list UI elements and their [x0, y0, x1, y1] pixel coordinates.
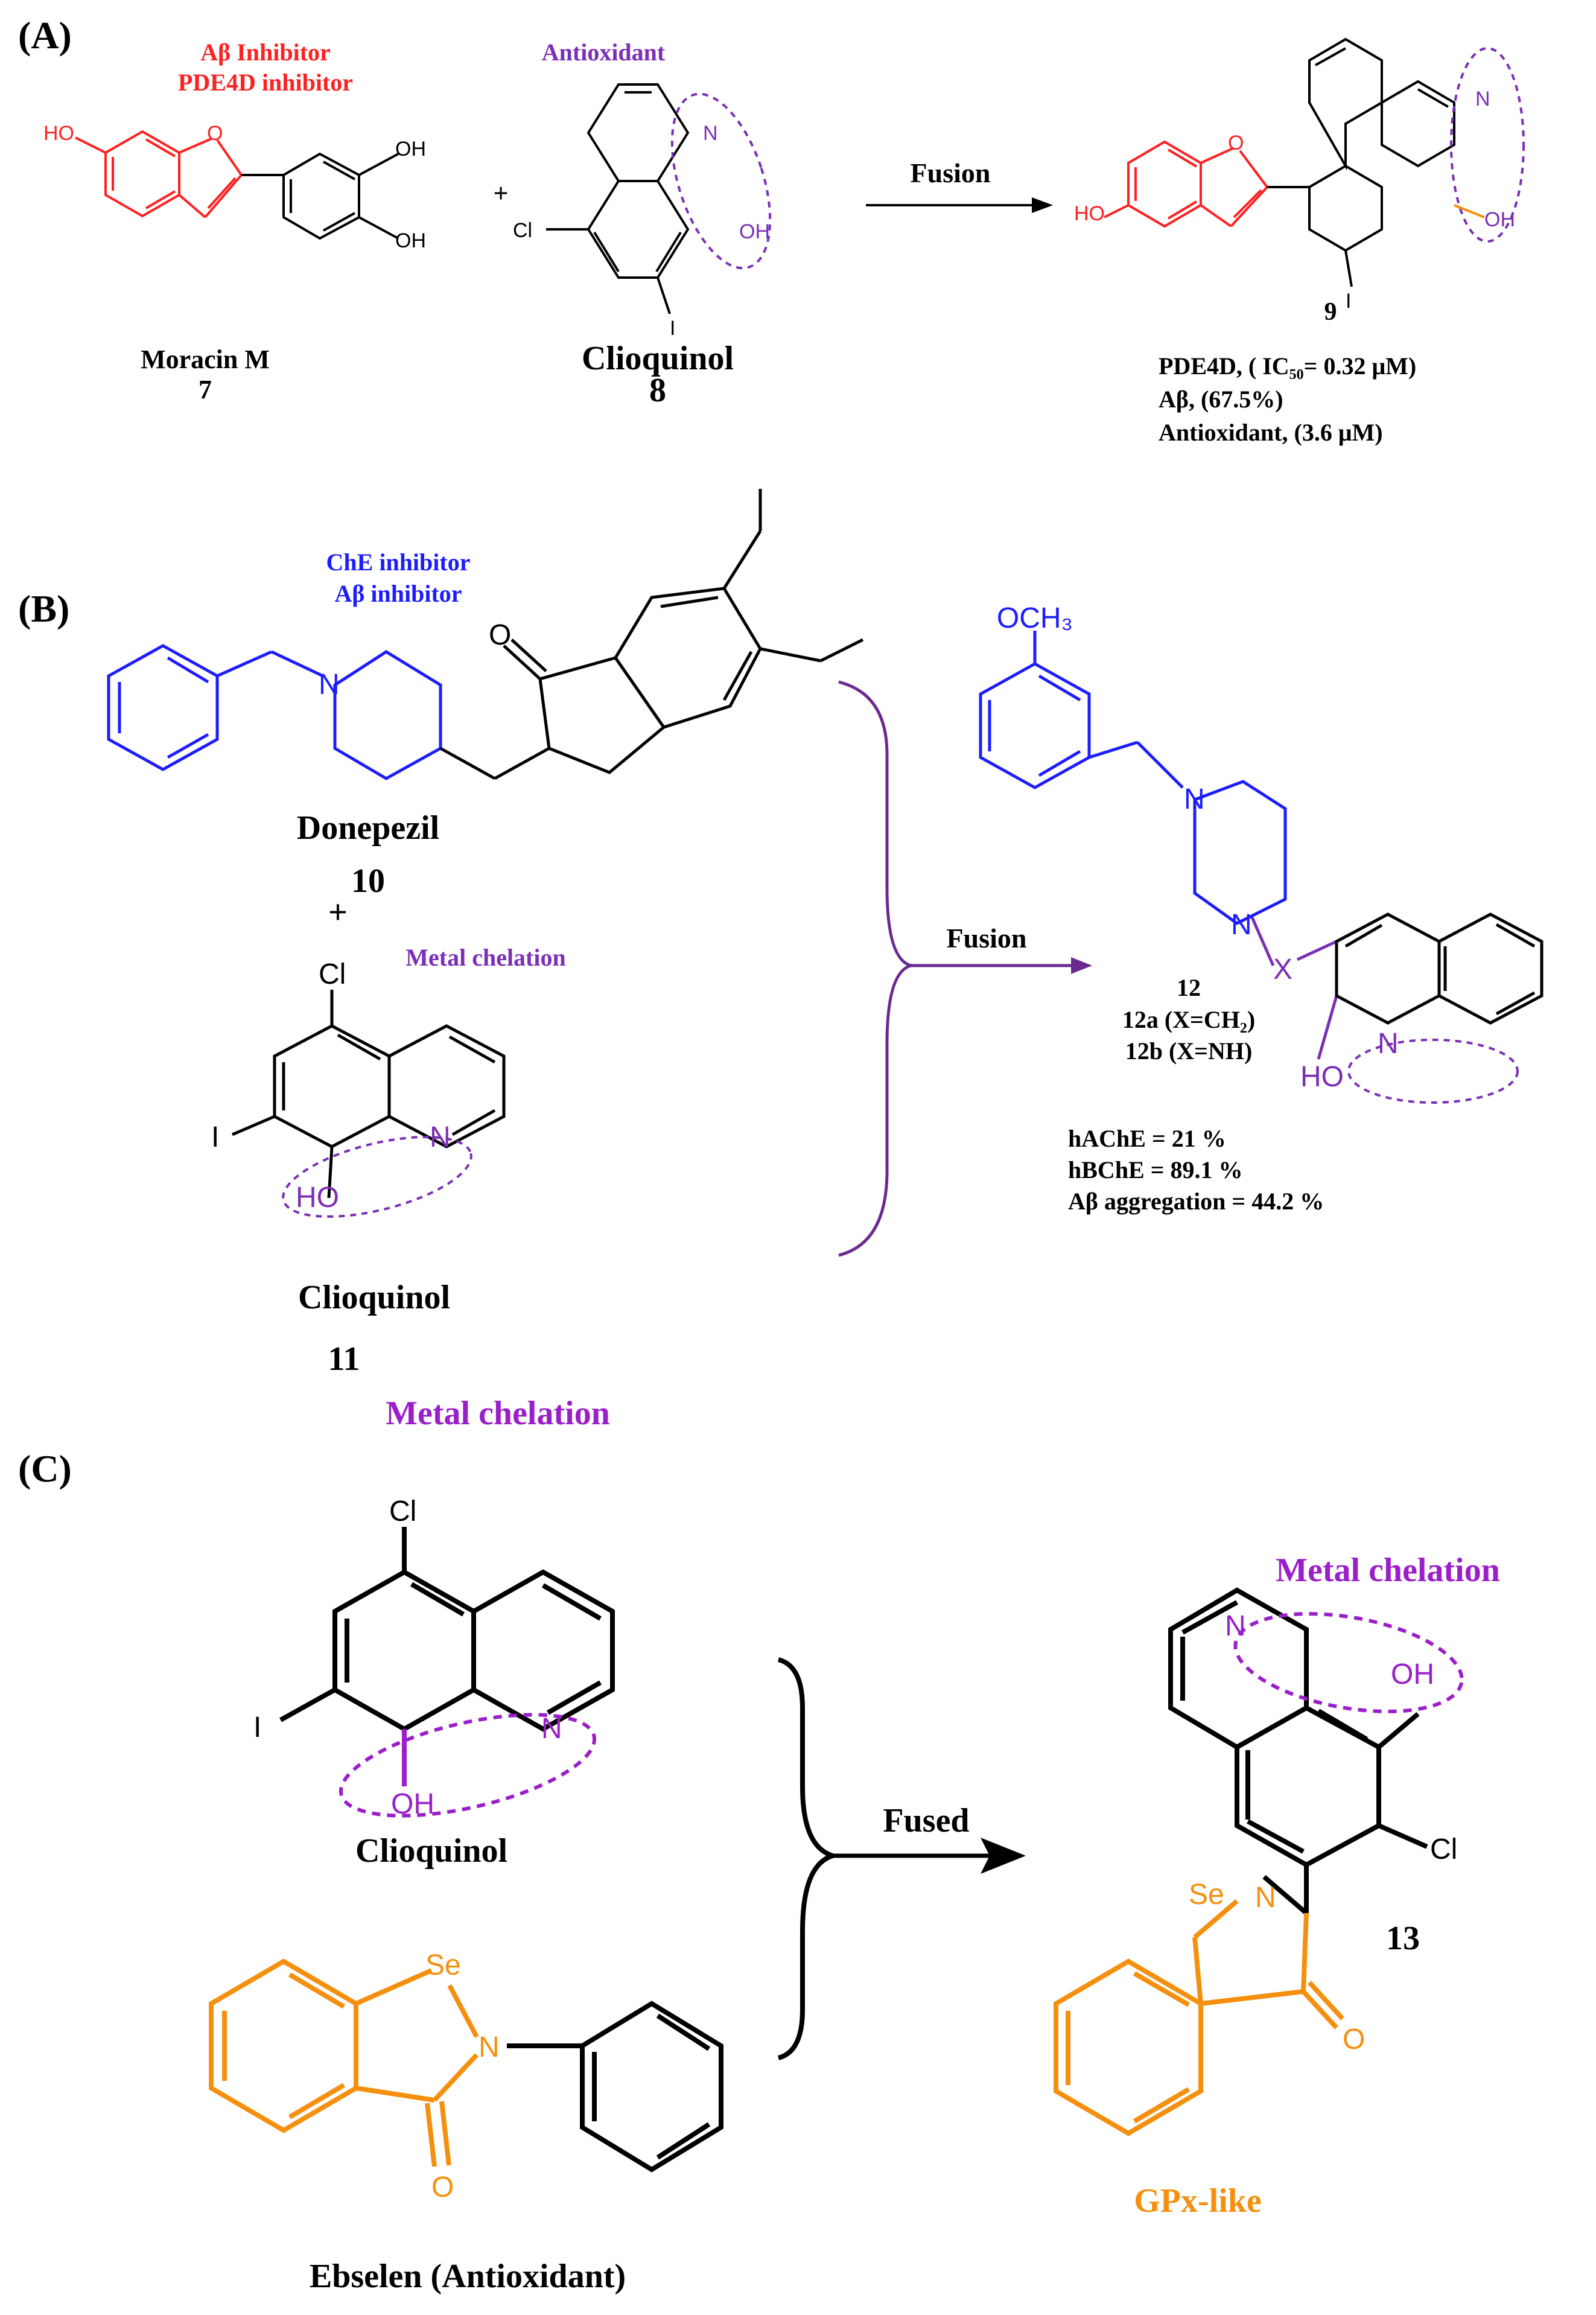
moracin-m-number: 7 [199, 375, 212, 404]
moracin-ho-atom: HO [43, 122, 74, 145]
moracin-o-atom: O [207, 122, 223, 145]
product-13-structure [1054, 1587, 1428, 2136]
metal-chelation-tag-c-left: Metal chelation [386, 1395, 610, 1432]
product-9-oh-atom: OH [1484, 208, 1515, 231]
clioquinol-cl-atom: Cl [513, 219, 532, 242]
clioquinol-i-atom: I [670, 317, 675, 340]
product-12-stat-hbche: hBChE = 89.1 % [1068, 1156, 1243, 1183]
fused-arrowhead-c [981, 1838, 1026, 1874]
clioquinol-11-structure [232, 990, 506, 1199]
product-13-se-atom: Se [1189, 1879, 1224, 1911]
metal-chelation-tag-c-right: Metal chelation [1276, 1552, 1500, 1589]
fusion-label-b: Fusion [947, 923, 1027, 954]
metal-chelation-tag-b: Metal chelation [405, 944, 566, 971]
ebselen-se-atom: Se [425, 1949, 461, 1981]
product-12-n-atom-quinoline: N [1378, 1028, 1399, 1060]
product-12-n-atom-bottom: N [1231, 909, 1252, 941]
clioquinol-c-name: Clioquinol [355, 1832, 507, 1870]
clioquinol-8-name: Clioquinol [582, 340, 734, 377]
product-12-variant-b: 12b (X=NH) [1125, 1037, 1253, 1065]
clioquinol-c-structure [279, 1527, 615, 1732]
ebselen-name: Ebselen (Antioxidant) [310, 2258, 626, 2295]
panel-c-label: (C) [18, 1447, 72, 1490]
product-9-n-atom: N [1475, 88, 1490, 110]
product-13-n-atom-ebselen: N [1255, 1882, 1276, 1914]
donepezil-structure [107, 489, 864, 780]
moracin-oh-atom-top: OH [395, 138, 426, 161]
clioquinol-11-i-atom: I [211, 1121, 219, 1153]
moracin-tag-pde4d: PDE4D inhibitor [178, 69, 353, 96]
product-9-oh-bond [1454, 204, 1485, 218]
product-13-oh-atom: OH [1391, 1658, 1434, 1690]
ebselen-n-atom: N [478, 2031, 500, 2063]
product-13-number: 13 [1386, 1920, 1420, 1957]
fusion-arrowhead-b [1071, 957, 1092, 974]
moracin-tag-abeta: Aβ Inhibitor [200, 39, 331, 66]
fused-brace-c [777, 1657, 841, 2060]
product-12-number: 12 [1177, 974, 1201, 1001]
fusion-label-a: Fusion [911, 158, 991, 188]
product-13-chelation-ellipse [1233, 1612, 1464, 1713]
product-9-o-atom: O [1228, 132, 1244, 154]
clioquinol-11-chelation-ellipse [282, 1136, 472, 1218]
clioquinol-8-number: 8 [649, 372, 666, 409]
clioquinol-c-chelation-ellipse [339, 1713, 597, 1818]
product-12-variant-a: 12a (X=CH₂) [1122, 1006, 1255, 1033]
product-9-stat-pde4d: PDE4D, ( IC₅₀= 0.32 μM) [1159, 352, 1416, 380]
clioquinol-c-oh-atom: OH [391, 1788, 434, 1820]
product-9-stat-abeta: Aβ, (67.5%) [1159, 386, 1283, 413]
product-13-n-atom-quinoline: N [1225, 1610, 1246, 1642]
donepezil-tag-abeta: Aβ inhibitor [334, 580, 462, 607]
moracin-m-structure [75, 130, 399, 240]
moracin-oh-atom-bottom: OH [395, 229, 426, 252]
product-12-ho-atom: HO [1300, 1061, 1344, 1093]
fusion-arrowhead-a [1032, 197, 1053, 213]
product-12-structure [979, 631, 1544, 1060]
clioquinol-11-ho-atom: HO [296, 1182, 339, 1214]
product-9-structure [1104, 37, 1455, 287]
clioquinol-c-n-atom: N [541, 1713, 562, 1745]
clioquinol-11-cl-atom: Cl [319, 958, 346, 990]
product-13-o-atom: O [1343, 2024, 1365, 2055]
clioquinol-11-number: 11 [328, 1340, 360, 1378]
clioquinol-11-n-atom: N [430, 1121, 451, 1153]
plus-sign-a: + [493, 179, 508, 208]
clioquinol-11-name: Clioquinol [298, 1279, 450, 1316]
ebselen-structure [209, 1958, 723, 2173]
moracin-m-name: Moracin M [141, 345, 270, 374]
donepezil-number: 10 [351, 862, 385, 900]
donepezil-n-atom: N [319, 669, 340, 701]
clioquinol-chelation-ellipse [670, 92, 772, 270]
donepezil-tag-che: ChE inhibitor [326, 549, 471, 576]
product-9-number: 9 [1324, 298, 1337, 326]
product-12-stat-abeta: Aβ aggregation = 44.2 % [1068, 1188, 1324, 1215]
product-12-och3: OCH₃ [997, 602, 1073, 634]
clioquinol-8-structure [546, 83, 690, 314]
donepezil-name: Donepezil [297, 809, 439, 847]
panel-b-label: (B) [18, 587, 69, 630]
product-12-chelation-ellipse [1347, 1039, 1519, 1104]
fusion-brace-b [838, 680, 912, 1257]
product-12-x-atom: X [1273, 954, 1292, 986]
product-12-n-atom-top: N [1184, 783, 1205, 815]
plus-sign-b: + [328, 894, 348, 931]
product-9-chelation-ellipse [1450, 47, 1525, 243]
donepezil-o-atom: O [489, 619, 511, 651]
clioquinol-c-i-atom: I [253, 1712, 261, 1743]
product-12-stat-hache: hAChE = 21 % [1068, 1125, 1226, 1152]
clioquinol-c-cl-atom: Cl [389, 1495, 416, 1527]
gpx-like-tag: GPx-like [1134, 2182, 1262, 2220]
ebselen-o-atom: O [431, 2171, 454, 2203]
clioquinol-oh-atom: OH [739, 220, 770, 243]
clioquinol-n-atom: N [703, 122, 718, 145]
clioquinol-tag-antioxidant: Antioxidant [542, 39, 666, 66]
product-9-ho-atom: HO [1074, 202, 1105, 225]
product-9-i-atom: I [1346, 290, 1351, 313]
panel-a-label: (A) [18, 14, 72, 57]
product-9-stat-antioxidant: Antioxidant, (3.6 μM) [1159, 419, 1383, 446]
product-13-cl-atom: Cl [1430, 1833, 1457, 1865]
fused-label-c: Fused [883, 1802, 969, 1839]
